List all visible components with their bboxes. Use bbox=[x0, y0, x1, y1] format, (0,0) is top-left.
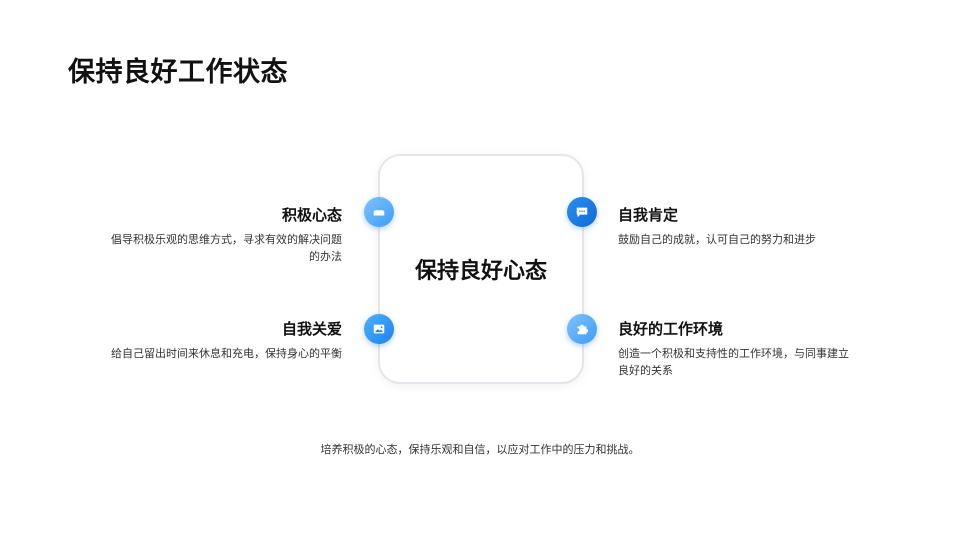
center-title: 保持良好心态 bbox=[414, 259, 547, 284]
item-desc: 倡导积极乐观的思维方式，寻求有效的解决问题的办法 bbox=[111, 233, 342, 263]
item-title: 自我肯定 bbox=[618, 206, 679, 224]
image-icon bbox=[364, 314, 394, 344]
item-positive-mindset: 积极心态 倡导积极乐观的思维方式，寻求有效的解决问题的办法 bbox=[102, 204, 342, 265]
chat-bubble-icon bbox=[567, 197, 597, 227]
sofa-icon bbox=[364, 197, 394, 227]
item-desc: 鼓励自己的成就，认可自己的努力和进步 bbox=[618, 233, 816, 246]
item-self-care: 自我关爱 给自己留出时间来休息和充电，保持身心的平衡 bbox=[102, 318, 342, 362]
center-card: 保持良好心态 bbox=[378, 154, 584, 384]
page-title: 保持良好工作状态 bbox=[68, 57, 288, 88]
item-self-affirmation: 自我肯定 鼓励自己的成就，认可自己的努力和进步 bbox=[618, 204, 858, 248]
item-title: 自我关爱 bbox=[281, 320, 342, 338]
item-title: 良好的工作环境 bbox=[618, 320, 724, 338]
footer-note: 培养积极的心态，保持乐观和自信，以应对工作中的压力和挑战。 bbox=[320, 443, 640, 456]
puzzle-icon bbox=[567, 314, 597, 344]
item-desc: 给自己留出时间来休息和充电，保持身心的平衡 bbox=[111, 347, 342, 360]
item-work-environment: 良好的工作环境 创造一个积极和支持性的工作环境，与同事建立良好的关系 bbox=[618, 318, 858, 379]
item-desc: 创造一个积极和支持性的工作环境，与同事建立良好的关系 bbox=[618, 347, 849, 377]
item-title: 积极心态 bbox=[281, 206, 342, 224]
